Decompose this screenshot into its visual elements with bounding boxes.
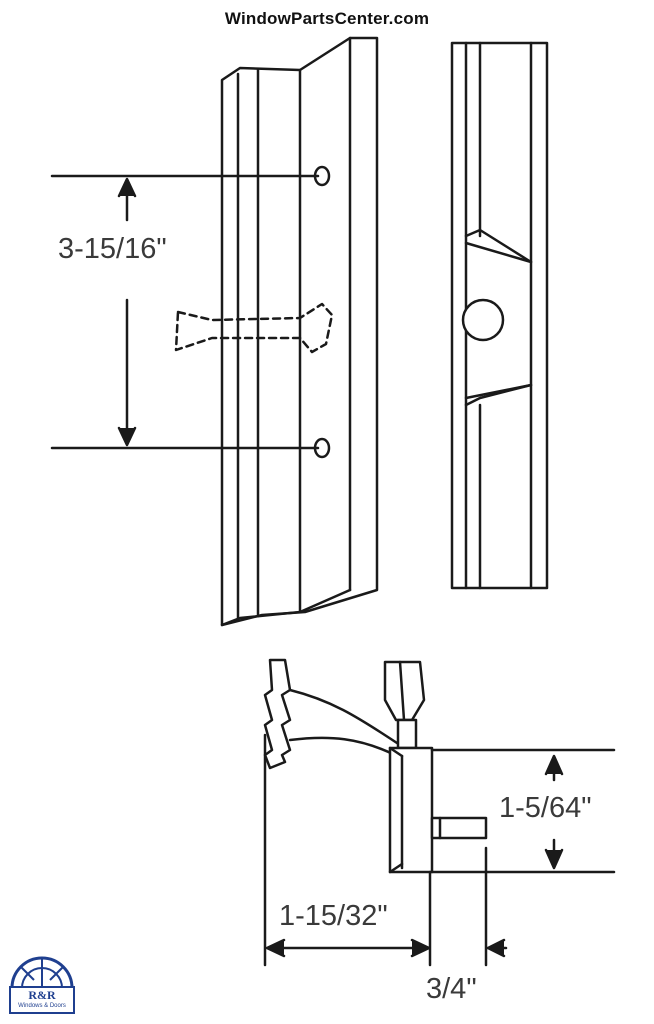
projection-dimension (430, 748, 616, 874)
handle-front-view (450, 41, 549, 590)
offset-dimension (484, 846, 508, 967)
latch-dashed-outline (174, 302, 334, 354)
rr-logo-icon (9, 956, 75, 1014)
overall-depth-dimension (263, 733, 432, 967)
handle-side-view (174, 36, 379, 627)
overall-depth-label: 1-15/32" (279, 900, 388, 932)
hole-spacing-dimension (50, 174, 320, 450)
logo-tagline: Windows & Doors (18, 1003, 66, 1009)
logo-mark: R&R (28, 988, 56, 1002)
offset-label: 3/4" (426, 973, 477, 1005)
latch-button (461, 298, 505, 342)
site-title: WindowPartsCenter.com (224, 9, 430, 28)
handle-top-view (263, 658, 488, 874)
projection-label: 1-5/64" (499, 792, 592, 824)
hole-spacing-label: 3-15/16" (58, 233, 167, 265)
